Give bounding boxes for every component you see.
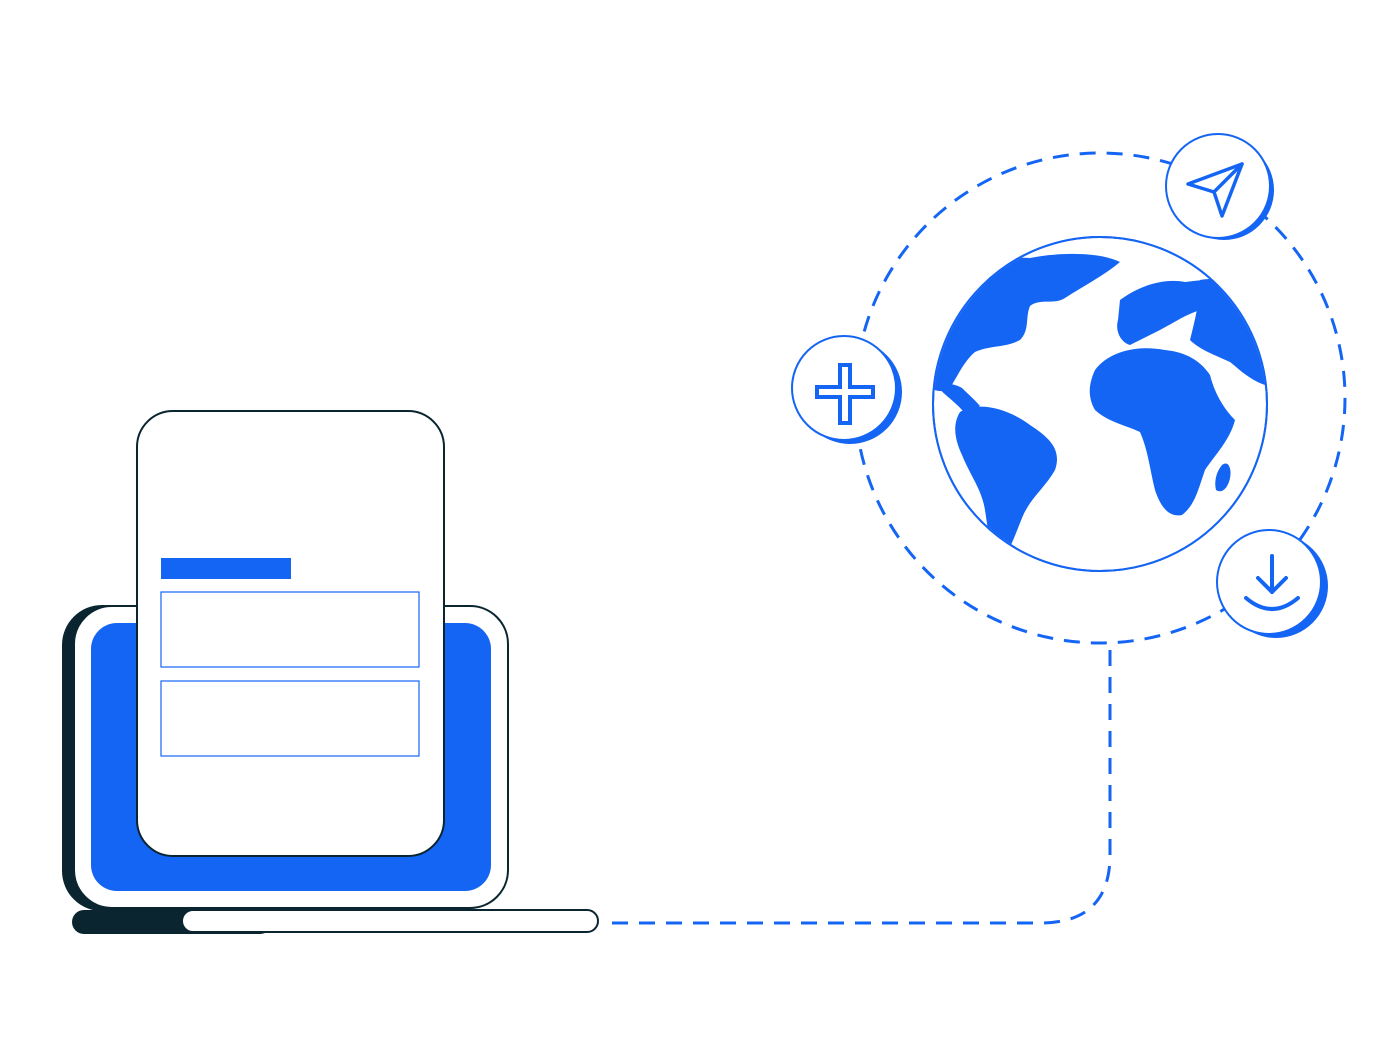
send-icon (1165, 133, 1274, 240)
form-field-1 (160, 591, 420, 668)
form-heading-bar (161, 558, 291, 579)
plus-icon (791, 335, 902, 444)
connection-dashed-line (612, 643, 1112, 925)
download-icon (1216, 529, 1328, 638)
form-card (136, 410, 445, 857)
form-field-2 (160, 680, 420, 757)
globe-icon (932, 236, 1268, 572)
laptop-base (181, 909, 599, 933)
